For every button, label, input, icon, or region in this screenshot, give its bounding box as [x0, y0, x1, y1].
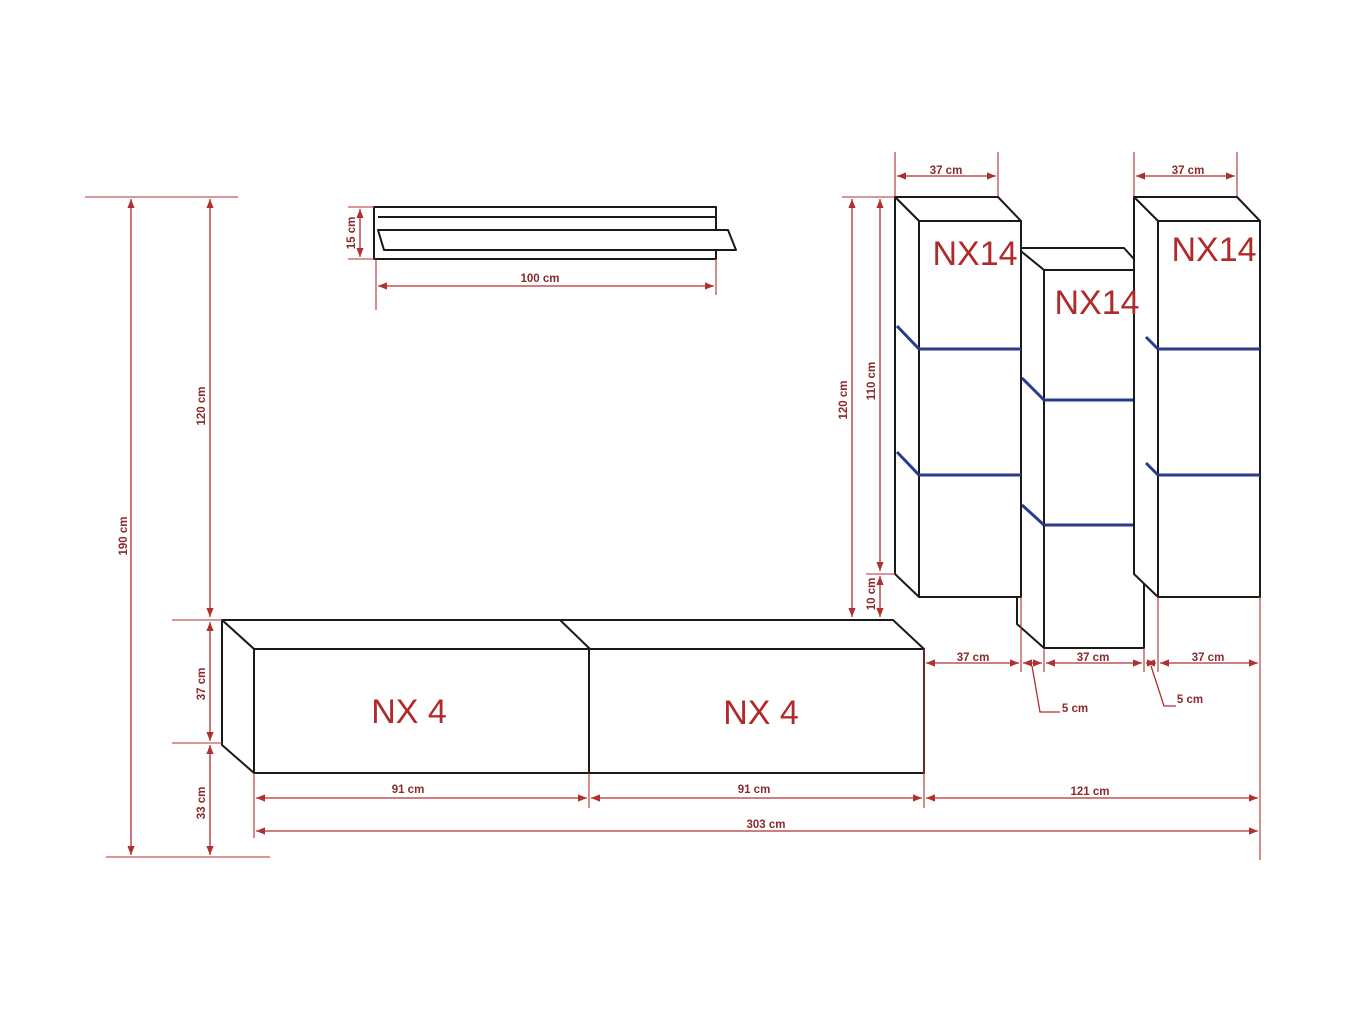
- dim-towers-width: 121 cm: [1070, 786, 1109, 798]
- tall-cabinet-left: [894, 196, 1022, 598]
- dim-tv-right-width: 91 cm: [738, 784, 771, 796]
- dim-total-width: 303 cm: [746, 819, 785, 831]
- wall-shelf: [373, 206, 737, 260]
- dim-tall-left-width: 37 cm: [930, 165, 963, 177]
- tv-module-left: [253, 648, 590, 774]
- tall-cabinet-middle: [1016, 247, 1145, 649]
- tall-cabinet-right: [1133, 196, 1261, 598]
- dim-tall-right-width: 37 cm: [1172, 165, 1205, 177]
- dimension-labels: 190 cm 120 cm 37 cm 33 cm 15 cm 100 cm 3…: [118, 165, 1224, 831]
- dim-wall-height: 120 cm: [196, 386, 208, 425]
- dim-tall-outer-height: 120 cm: [838, 380, 850, 419]
- dim-shelf-width: 100 cm: [520, 273, 559, 285]
- dim-gap-left: 5 cm: [1062, 703, 1088, 715]
- dim-tv-left-width: 91 cm: [392, 784, 425, 796]
- dim-tv-height: 37 cm: [196, 668, 208, 701]
- dim-bottom-tall-right: 37 cm: [1192, 652, 1225, 664]
- module-label-tall-middle: NX14: [1054, 284, 1139, 322]
- dimension-lines: [85, 152, 1261, 860]
- module-label-tv-right: NX 4: [723, 694, 799, 732]
- module-label-tall-left: NX14: [932, 235, 1017, 273]
- dim-floor-gap: 33 cm: [196, 787, 208, 820]
- tv-module-right: [588, 648, 925, 774]
- dim-shelf-height: 15 cm: [346, 217, 358, 250]
- tv-unit: [221, 619, 925, 774]
- module-label-tall-right: NX14: [1171, 231, 1256, 269]
- module-label-tv-left: NX 4: [371, 693, 447, 731]
- dim-gap-right: 5 cm: [1177, 694, 1203, 706]
- dim-bottom-tall-left: 37 cm: [957, 652, 990, 664]
- dim-bottom-tall-middle: 37 cm: [1077, 652, 1110, 664]
- dim-tall-inner-height: 110 cm: [866, 362, 878, 400]
- dim-tall-offset: 10 cm: [866, 578, 878, 611]
- dim-total-height: 190 cm: [118, 516, 130, 555]
